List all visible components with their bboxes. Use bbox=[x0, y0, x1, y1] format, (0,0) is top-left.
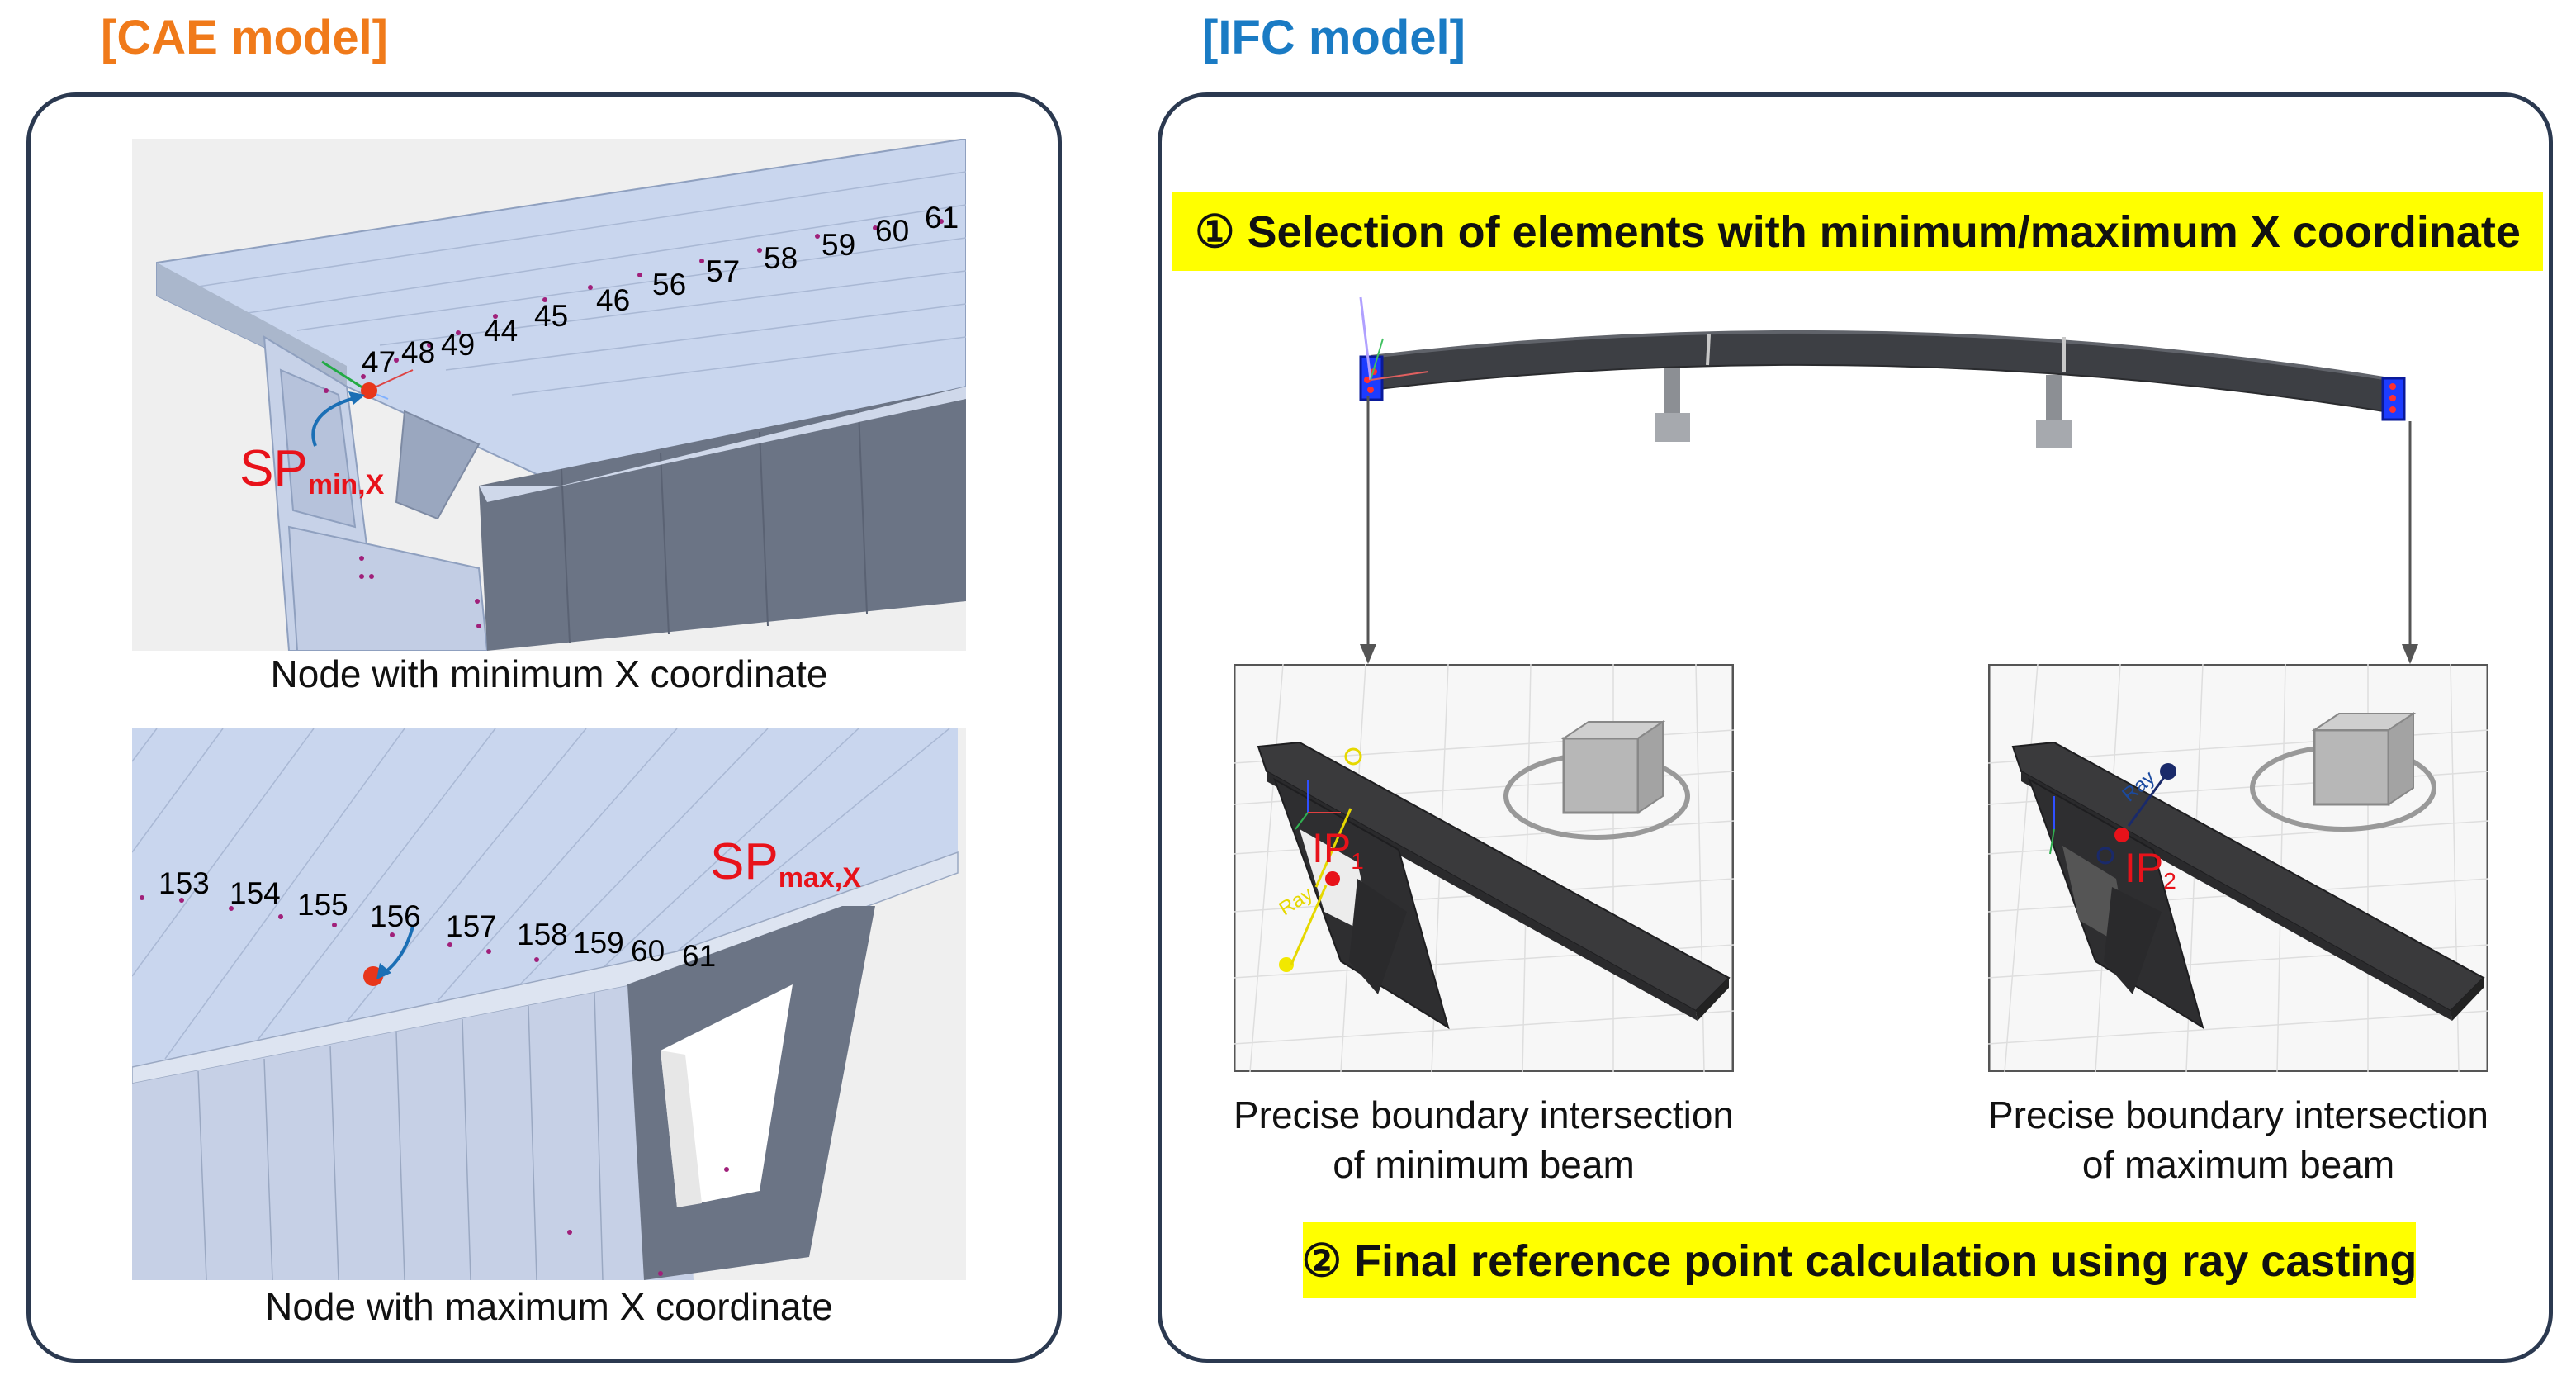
node-label: 154 bbox=[230, 876, 281, 910]
sp-min-label: SPmin,X bbox=[239, 440, 385, 500]
pier bbox=[1655, 368, 1690, 442]
ifc-section-title: [IFC model] bbox=[1202, 11, 1466, 64]
min-beam-caption: Precise boundary intersection of minimum… bbox=[1199, 1090, 1769, 1189]
node-label: 158 bbox=[517, 918, 568, 951]
pier bbox=[2036, 375, 2072, 448]
step2-highlight: ② Final reference point calculation usin… bbox=[1302, 1222, 2417, 1298]
node-label: 49 bbox=[441, 328, 475, 362]
node-label: 61 bbox=[925, 201, 959, 235]
cae-min-node-figure: 47 48 49 44 45 46 56 57 58 59 60 61 SPmi… bbox=[132, 139, 966, 651]
max-beam-caption: Precise boundary intersection of maximum… bbox=[1953, 1090, 2523, 1189]
node-label: 56 bbox=[652, 268, 686, 301]
ip1-label: IP1 bbox=[1312, 825, 1364, 874]
cae-section-title: [CAE model] bbox=[101, 11, 388, 64]
node-label: 58 bbox=[764, 241, 798, 275]
cae-max-caption: Node with maximum X coordinate bbox=[265, 1285, 833, 1328]
min-beam-detail-view: Ray IP1 bbox=[1234, 664, 1734, 1072]
cae-max-node-labels: 153 154 155 156 157 158 159 60 61 bbox=[159, 866, 716, 973]
node-label: 153 bbox=[159, 866, 210, 900]
node-label: 157 bbox=[446, 909, 497, 943]
node-label: 60 bbox=[875, 214, 909, 248]
node-label: 47 bbox=[362, 345, 395, 379]
node-label: 44 bbox=[484, 314, 518, 348]
node-label: 156 bbox=[370, 899, 421, 933]
node-label: 155 bbox=[297, 888, 348, 922]
sp-max-label: SPmax,X bbox=[710, 833, 861, 894]
node-label: 46 bbox=[596, 283, 630, 317]
node-label: 45 bbox=[534, 299, 568, 333]
cae-min-node-labels: 47 48 49 44 45 46 56 57 58 59 60 61 bbox=[362, 201, 959, 379]
cae-max-node-figure: 153 154 155 156 157 158 159 60 61 SPmax,… bbox=[132, 728, 966, 1280]
min-beam-caption-line2: of minimum beam bbox=[1333, 1143, 1635, 1186]
view-cube-icon bbox=[1503, 720, 1690, 840]
bridge-overview-figure bbox=[1359, 296, 2406, 448]
node-label: 61 bbox=[682, 939, 716, 973]
node-label: 159 bbox=[573, 926, 624, 960]
view-cube-icon bbox=[2250, 712, 2436, 832]
ip2-label: IP2 bbox=[2124, 845, 2176, 894]
node-label: 60 bbox=[631, 934, 665, 968]
max-beam-caption-line2: of maximum beam bbox=[2081, 1143, 2395, 1186]
max-beam-detail-view: Ray IP2 bbox=[1988, 664, 2488, 1072]
cae-min-caption: Node with minimum X coordinate bbox=[270, 652, 828, 695]
flow-arrows bbox=[1360, 396, 2418, 664]
node-label: 59 bbox=[822, 228, 855, 262]
node-label: 57 bbox=[706, 254, 740, 288]
step1-highlight: ① Selection of elements with minimum/max… bbox=[1172, 192, 2543, 271]
node-label: 48 bbox=[401, 335, 435, 369]
max-beam-caption-line1: Precise boundary intersection bbox=[1988, 1093, 2488, 1136]
min-beam-caption-line1: Precise boundary intersection bbox=[1234, 1093, 1734, 1136]
